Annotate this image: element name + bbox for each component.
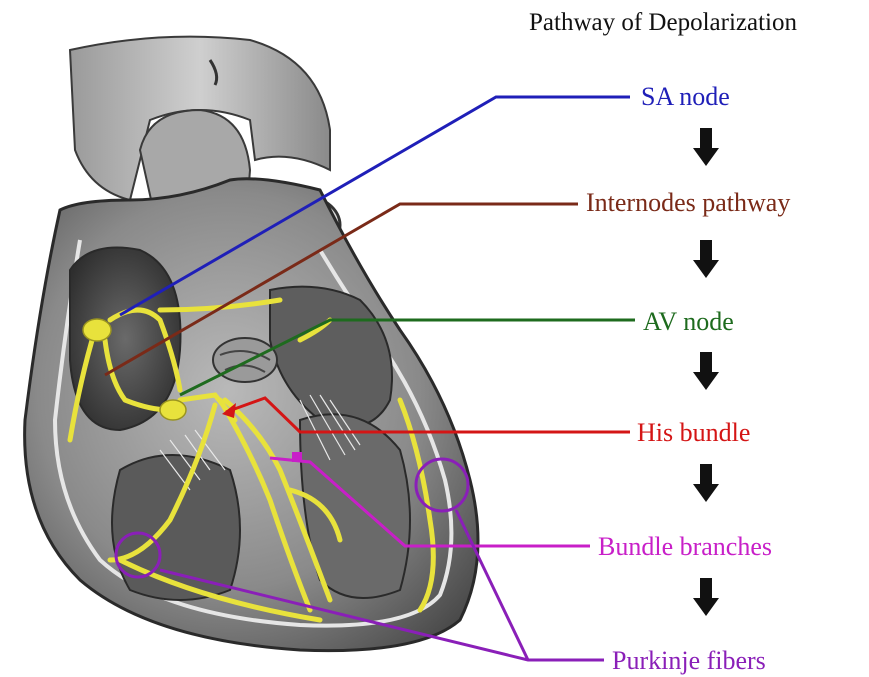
down-arrow-icon <box>693 578 719 616</box>
av-node-shape <box>160 400 186 420</box>
mitral-valve <box>213 338 277 382</box>
down-arrow-icon <box>693 128 719 166</box>
step-his-bundle: His bundle <box>637 420 750 446</box>
sa-node-shape <box>83 319 111 341</box>
diagram-title: Pathway of Depolarization <box>529 10 797 35</box>
step-purkinje-fibers: Purkinje fibers <box>612 648 766 674</box>
step-av-node: AV node <box>643 309 734 335</box>
down-arrow-icon <box>693 240 719 278</box>
bundle-branches-marker <box>292 452 302 462</box>
step-bundle-branches: Bundle branches <box>598 534 772 560</box>
down-arrow-icon <box>693 464 719 502</box>
down-arrow-icon <box>693 352 719 390</box>
step-sa-node: SA node <box>641 84 730 110</box>
right-ventricle <box>112 455 240 600</box>
step-internodes-pathway: Internodes pathway <box>586 190 790 216</box>
